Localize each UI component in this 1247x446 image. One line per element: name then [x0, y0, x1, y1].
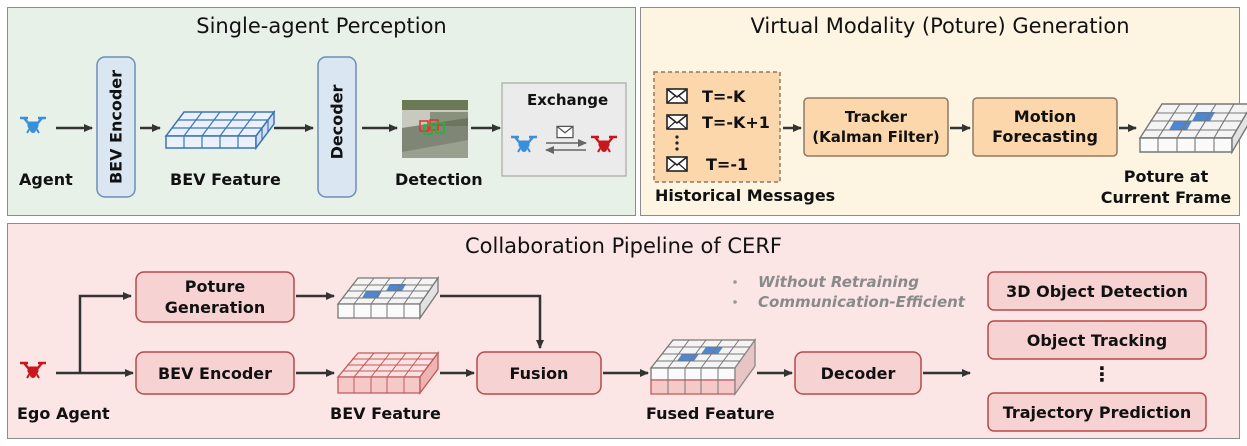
task-3d-object-detection: 3D Object Detection	[1006, 281, 1188, 301]
ego-agent-label: Ego Agent	[17, 404, 110, 423]
historical-messages-label: Historical Messages	[655, 186, 836, 205]
motion-forecasting-box: Motion Forecasting	[973, 98, 1117, 156]
message-envelope-icon-3	[666, 156, 688, 172]
detection-image	[402, 100, 468, 158]
message-t-minus-k: T=-K	[702, 87, 746, 106]
collaboration-title: Collaboration Pipeline of CERF	[464, 234, 782, 258]
detection-label: Detection	[395, 170, 483, 189]
bev-feature-label: BEV Feature	[170, 170, 281, 189]
message-t-minus-k-plus-1: T=-K+1	[702, 113, 770, 132]
motion-line1: Motion	[1013, 107, 1077, 126]
bev-encoder-vertical-label: BEV Encoder	[106, 69, 126, 185]
message-t-minus-1: T=-1	[706, 155, 749, 174]
poture-generation-box: Poture Generation	[136, 272, 294, 322]
bev-encoder-box: BEV Encoder	[157, 363, 273, 383]
tasks-ellipsis: ⋮	[1092, 362, 1112, 386]
single-agent-title: Single-agent Perception	[196, 14, 447, 38]
tracker-line1: Tracker	[844, 108, 908, 126]
tracker-box: Tracker (Kalman Filter)	[804, 98, 948, 156]
fused-feature-label: Fused Feature	[646, 404, 775, 423]
fusion-box: Fusion	[509, 363, 569, 383]
exchange-envelope-icon	[556, 125, 574, 139]
tracker-line2: (Kalman Filter)	[812, 128, 940, 146]
agent-label: Agent	[19, 170, 73, 189]
ego-agent-drone-icon	[18, 361, 48, 380]
poture-current-frame-label: Poture at Current Frame	[1100, 166, 1232, 208]
poture-line2: Current Frame	[1100, 188, 1232, 207]
poture-line1: Poture at	[1123, 167, 1209, 186]
poture-gen-line2: Generation	[164, 298, 266, 317]
note-communication-efficient: Communication-Efficient	[758, 293, 965, 311]
bev-feature-grid-blue	[164, 109, 276, 151]
message-envelope-icon-1	[666, 88, 688, 104]
bottom-bev-feature-label: BEV Feature	[330, 404, 441, 423]
decoder-vertical-label: Decoder	[327, 84, 347, 160]
agent-drone-icon	[18, 116, 48, 135]
exchange-label: Exchange	[527, 91, 609, 109]
message-envelope-icon-2	[666, 114, 688, 130]
motion-line2: Forecasting	[992, 127, 1098, 146]
note-without-retraining: Without Retraining	[758, 273, 919, 291]
decoder-box: Decoder	[820, 363, 896, 383]
task-trajectory-prediction: Trajectory Prediction	[1002, 402, 1192, 422]
task-object-tracking: Object Tracking	[1026, 330, 1168, 350]
virtual-modality-title: Virtual Modality (Poture) Generation	[750, 14, 1130, 38]
fused-feature-grid	[649, 337, 757, 397]
poture-grid-current	[1138, 103, 1247, 155]
poture-grid-bottom	[336, 275, 440, 321]
poture-gen-line1: Poture	[184, 277, 246, 296]
bev-feature-grid-red	[336, 351, 440, 395]
